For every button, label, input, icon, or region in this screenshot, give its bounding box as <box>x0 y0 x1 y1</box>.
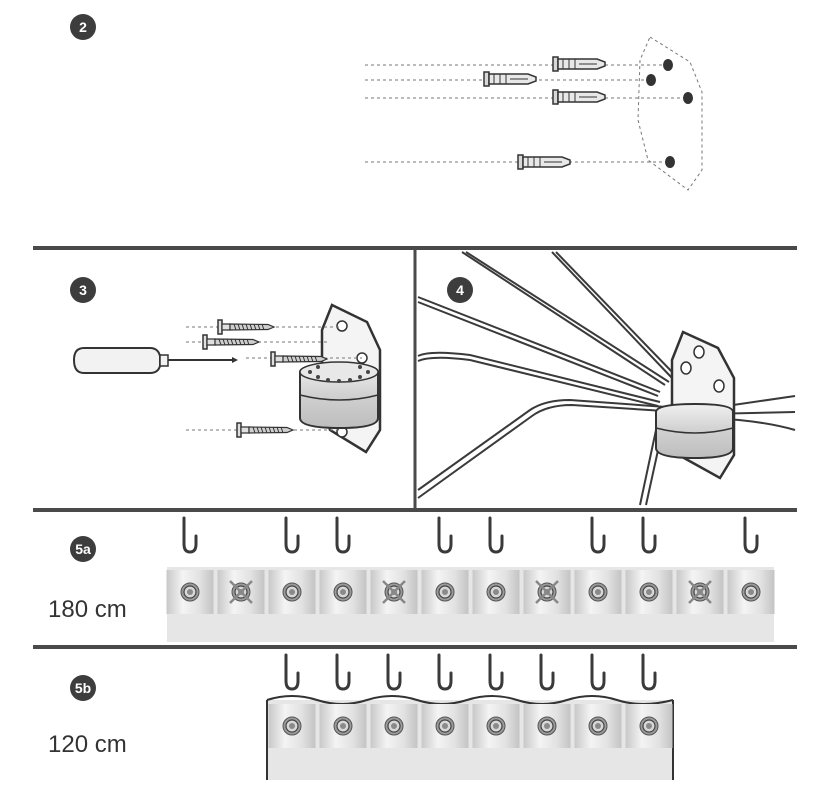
hook-icon <box>743 516 759 554</box>
hook-icon <box>335 653 351 691</box>
curtain-ring-icon <box>486 582 506 602</box>
step-3-number: 3 <box>79 282 87 298</box>
skip-ring-cross-icon <box>688 580 712 604</box>
hook-icon <box>437 653 453 691</box>
hook-icon <box>335 516 351 554</box>
step-2-number: 2 <box>79 19 87 35</box>
screw-icon <box>236 422 294 438</box>
hook-icon <box>539 653 555 691</box>
hook-icon <box>590 516 606 554</box>
curtain-ring-icon <box>282 582 302 602</box>
hook-icon <box>284 653 300 691</box>
hook-icon <box>182 516 198 554</box>
curtain-ring-icon <box>282 716 302 736</box>
curtain-length-label: 180 cm <box>48 596 127 623</box>
skip-ring-cross-icon <box>382 580 406 604</box>
wall-bracket-icon <box>655 330 736 480</box>
wall-bracket-icon <box>299 303 382 454</box>
curtain-ring-icon <box>333 716 353 736</box>
panel-dividers <box>33 246 797 649</box>
step-5a-badge: 5a <box>70 536 96 562</box>
wall-plug-icon <box>483 71 537 87</box>
drill-holes <box>646 59 693 168</box>
wall-plug-icon <box>517 154 571 170</box>
skip-ring-cross-icon <box>535 580 559 604</box>
curtain-ring-icon <box>639 716 659 736</box>
hook-icon <box>386 653 402 691</box>
step-4-badge: 4 <box>447 277 473 303</box>
wall-outline <box>637 36 703 191</box>
curtain-ring-icon <box>180 582 200 602</box>
step-2-badge: 2 <box>70 14 96 40</box>
step-5a-number: 5a <box>75 541 91 557</box>
wall-plug-icon <box>552 56 606 72</box>
curtain-ring-icon <box>639 582 659 602</box>
step-5a-panel: 5a 180 cm <box>48 516 775 642</box>
curtain-ring-icon <box>588 716 608 736</box>
curtain-ring-icon <box>384 716 404 736</box>
drying-rack-arms <box>417 251 796 506</box>
hook-icon <box>641 516 657 554</box>
step-4-panel: 4 <box>417 251 796 506</box>
screwdriver-icon <box>72 347 238 374</box>
hook-icon <box>488 516 504 554</box>
curtain-length-label: 120 cm <box>48 731 127 758</box>
step-3-panel: 3 <box>70 277 382 454</box>
curtain-ring-icon <box>588 582 608 602</box>
skip-ring-cross-icon <box>229 580 253 604</box>
curtain-ring-icon <box>435 716 455 736</box>
curtain-ring-icon <box>435 582 455 602</box>
step-5b-number: 5b <box>75 680 91 696</box>
curtain-ring-icon <box>741 582 761 602</box>
screw-icon <box>202 334 260 350</box>
hook-icon <box>488 653 504 691</box>
curtain-ring-icon <box>486 716 506 736</box>
hook-icon <box>641 653 657 691</box>
curtain-ring-icon <box>537 716 557 736</box>
step-5b-badge: 5b <box>70 675 96 701</box>
wall-plug-icon <box>552 89 606 105</box>
curtain-120 <box>266 653 674 780</box>
step-4-number: 4 <box>456 282 464 298</box>
step-3-badge: 3 <box>70 277 96 303</box>
step-2-panel: 2 <box>70 14 703 191</box>
curtain-180 <box>166 516 775 642</box>
step-5b-panel: 5b 120 cm <box>48 653 674 780</box>
screw-icon <box>217 319 275 335</box>
hook-icon <box>590 653 606 691</box>
hook-icon <box>437 516 453 554</box>
curtain-ring-icon <box>333 582 353 602</box>
hook-icon <box>284 516 300 554</box>
